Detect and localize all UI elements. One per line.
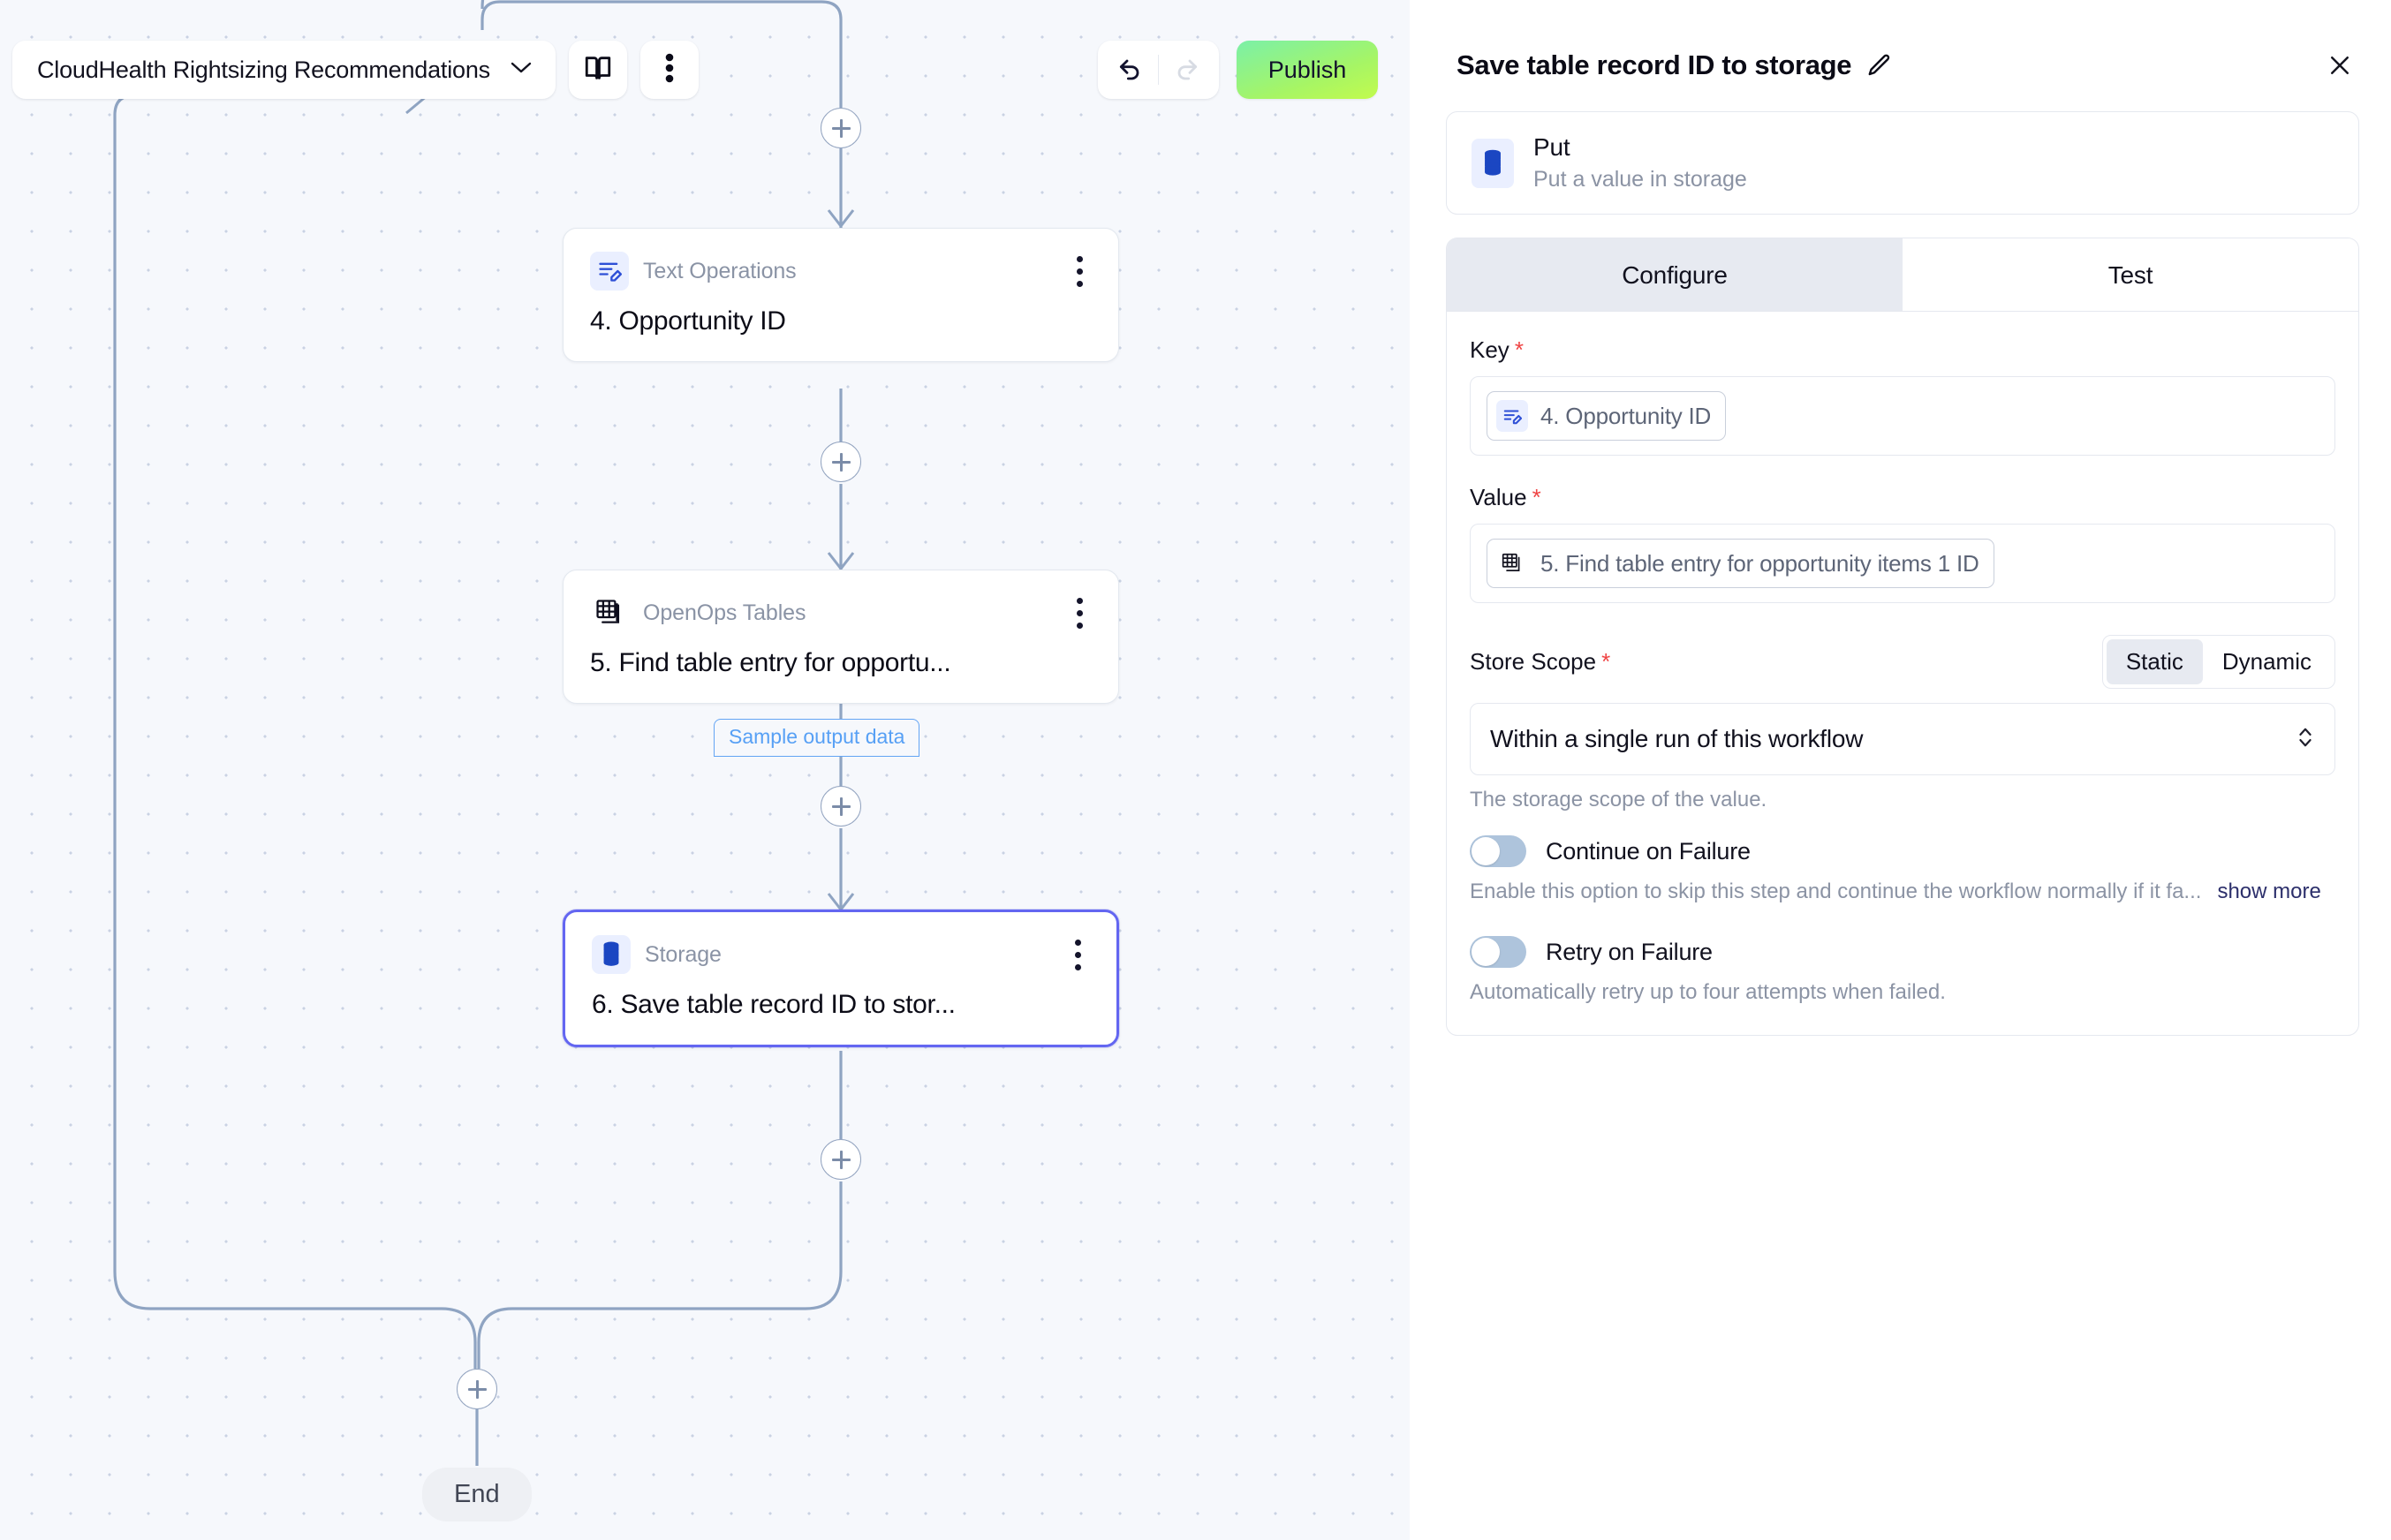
value-label-text: Value bbox=[1470, 484, 1527, 510]
panel-header: Save table record ID to storage bbox=[1434, 0, 2366, 85]
storage-icon bbox=[592, 935, 631, 974]
store-scope-required-marker: * bbox=[1601, 648, 1611, 675]
node-header: Text Operations bbox=[590, 252, 1092, 291]
value-required-marker: * bbox=[1532, 484, 1541, 510]
show-more-link[interactable]: show more bbox=[2217, 879, 2321, 903]
static-mode-button[interactable]: Static bbox=[2106, 639, 2203, 684]
value-chip[interactable]: 5. Find table entry for opportunity item… bbox=[1487, 539, 1994, 588]
piece-text: Put Put a value in storage bbox=[1533, 133, 1747, 192]
tables-icon bbox=[1496, 547, 1528, 579]
key-label-text: Key bbox=[1470, 336, 1510, 363]
store-scope-label: Store Scope * bbox=[1470, 648, 1610, 676]
pencil-icon[interactable] bbox=[1865, 52, 1892, 79]
retry-on-failure-description: Automatically retry up to four attempts … bbox=[1470, 980, 1946, 1004]
node-more-button[interactable] bbox=[1066, 936, 1090, 974]
panel-tabs: Configure Test bbox=[1447, 238, 2358, 312]
node-more-button[interactable] bbox=[1068, 594, 1092, 632]
undo-icon bbox=[1116, 54, 1145, 87]
add-step-button-after-6[interactable] bbox=[821, 1139, 861, 1180]
add-step-button-after-4[interactable] bbox=[821, 442, 861, 482]
continue-on-failure-desc-row: Enable this option to skip this step and… bbox=[1470, 879, 2335, 904]
key-field-label: Key * bbox=[1470, 336, 2335, 364]
toggle-knob bbox=[1472, 837, 1500, 865]
step-settings-panel: Save table record ID to storage bbox=[1410, 0, 2391, 1540]
end-node: End bbox=[422, 1468, 532, 1521]
toggle-knob bbox=[1472, 938, 1500, 966]
add-step-button-after-5[interactable] bbox=[821, 786, 861, 827]
node-kind-label: Storage bbox=[645, 941, 722, 967]
dynamic-mode-button[interactable]: Dynamic bbox=[2221, 648, 2312, 675]
toolbar-divider bbox=[1158, 55, 1159, 85]
continue-on-failure-label: Continue on Failure bbox=[1546, 837, 1751, 864]
tab-test[interactable]: Test bbox=[1903, 238, 2358, 311]
docs-button[interactable] bbox=[568, 41, 627, 99]
node-header: Storage bbox=[592, 935, 1090, 974]
undo-redo-group bbox=[1098, 41, 1219, 99]
redo-icon bbox=[1172, 54, 1200, 87]
panel-title: Save table record ID to storage bbox=[1457, 49, 1852, 80]
store-scope-row: Store Scope * Static Dynamic bbox=[1470, 635, 2335, 689]
workflow-name-label: CloudHealth Rightsizing Recommendations bbox=[37, 56, 490, 83]
redo-button[interactable] bbox=[1159, 41, 1214, 99]
canvas-top-left-toolbar: CloudHealth Rightsizing Recommendations bbox=[12, 41, 699, 99]
key-input[interactable]: 4. Opportunity ID bbox=[1470, 376, 2335, 456]
static-dynamic-toggle: Static Dynamic bbox=[2101, 635, 2335, 689]
node-title: 4. Opportunity ID bbox=[590, 306, 786, 336]
piece-summary-card: Put Put a value in storage bbox=[1446, 111, 2359, 215]
piece-name: Put bbox=[1533, 133, 1570, 161]
key-required-marker: * bbox=[1514, 336, 1524, 363]
value-chip-label: 5. Find table entry for opportunity item… bbox=[1540, 549, 1979, 577]
workflow-node-storage[interactable]: Storage 6. Save table record ID to stor.… bbox=[563, 910, 1119, 1047]
node-kind-label: Text Operations bbox=[643, 258, 797, 283]
undo-button[interactable] bbox=[1103, 41, 1158, 99]
continue-on-failure-toggle[interactable] bbox=[1470, 835, 1526, 867]
chevron-updown-icon bbox=[2296, 723, 2315, 756]
text-operations-icon bbox=[590, 252, 629, 291]
canvas-top-right-toolbar: Publish bbox=[1098, 41, 1378, 99]
workflow-node-text-operations[interactable]: Text Operations 4. Opportunity ID bbox=[563, 228, 1119, 362]
workflow-name-selector[interactable]: CloudHealth Rightsizing Recommendations bbox=[12, 41, 556, 99]
store-scope-selected-value: Within a single run of this workflow bbox=[1490, 725, 1864, 752]
tables-icon bbox=[590, 593, 629, 632]
value-field-label: Value * bbox=[1470, 484, 2335, 511]
tab-configure[interactable]: Configure bbox=[1447, 238, 1903, 311]
retry-on-failure-toggle[interactable] bbox=[1470, 936, 1526, 968]
node-more-button[interactable] bbox=[1068, 253, 1092, 291]
key-chip[interactable]: 4. Opportunity ID bbox=[1487, 391, 1727, 441]
retry-on-failure-label: Retry on Failure bbox=[1546, 938, 1713, 965]
retry-on-failure-row: Retry on Failure bbox=[1470, 936, 2335, 968]
sample-output-data-badge[interactable]: Sample output data bbox=[714, 719, 920, 757]
store-scope-select[interactable]: Within a single run of this workflow bbox=[1470, 703, 2335, 775]
key-chip-label: 4. Opportunity ID bbox=[1540, 402, 1712, 429]
store-scope-label-text: Store Scope bbox=[1470, 648, 1597, 675]
node-kind-label: OpenOps Tables bbox=[643, 600, 806, 625]
publish-button[interactable]: Publish bbox=[1237, 41, 1378, 99]
workflow-canvas[interactable]: CloudHealth Rightsizing Recommendations bbox=[0, 0, 1410, 1540]
continue-on-failure-row: Continue on Failure bbox=[1470, 835, 2335, 867]
node-title: 5. Find table entry for opportu... bbox=[590, 648, 951, 677]
store-scope-hint: The storage scope of the value. bbox=[1470, 788, 1767, 812]
form-body: Key * 4. Opportunity ID bbox=[1447, 312, 2358, 1035]
retry-on-failure-desc-row: Automatically retry up to four attempts … bbox=[1470, 980, 2335, 1005]
step-form-card: Configure Test Key * bbox=[1446, 238, 2359, 1036]
piece-description: Put a value in storage bbox=[1533, 167, 1747, 192]
add-step-button-top[interactable] bbox=[821, 108, 861, 148]
node-header: OpenOps Tables bbox=[590, 593, 1092, 632]
chevron-down-icon bbox=[510, 61, 533, 79]
node-title: 6. Save table record ID to stor... bbox=[592, 990, 956, 1019]
canvas-more-button[interactable] bbox=[639, 41, 699, 99]
book-icon bbox=[583, 53, 613, 87]
value-input[interactable]: 5. Find table entry for opportunity item… bbox=[1470, 524, 2335, 603]
more-vertical-icon bbox=[665, 53, 674, 87]
workflow-node-openops-tables[interactable]: OpenOps Tables 5. Find table entry for o… bbox=[563, 570, 1119, 704]
continue-on-failure-description: Enable this option to skip this step and… bbox=[1470, 879, 2202, 903]
close-icon[interactable] bbox=[2320, 46, 2359, 85]
storage-icon bbox=[1472, 138, 1514, 188]
add-step-button-end[interactable] bbox=[457, 1369, 497, 1409]
text-operations-icon bbox=[1496, 400, 1528, 432]
